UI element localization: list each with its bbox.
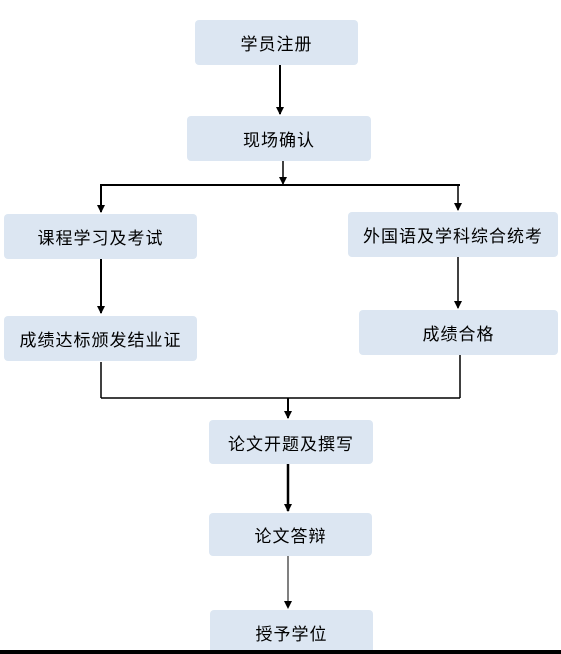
node-register: 学员注册 [195,20,358,65]
node-degree: 授予学位 [210,610,373,654]
node-courses: 课程学习及考试 [4,214,197,259]
node-exams: 外国语及学科综合统考 [348,212,558,257]
node-passed: 成绩合格 [359,310,558,355]
bottom-border-line [0,650,561,654]
node-proposal: 论文开题及撰写 [209,420,373,464]
node-defense: 论文答辩 [209,513,372,556]
node-confirm: 现场确认 [187,116,371,161]
node-certificate: 成绩达标颁发结业证 [4,316,197,361]
